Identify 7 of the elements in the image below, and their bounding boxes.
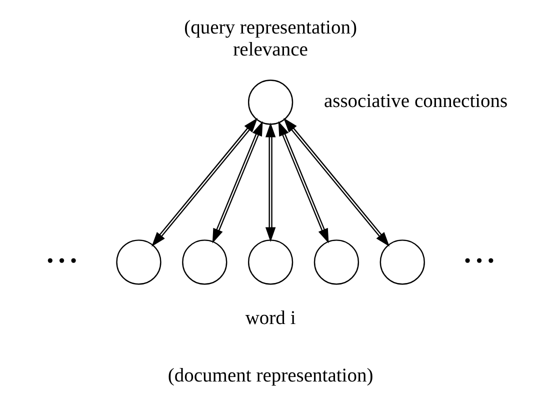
label: associative connections [324,90,508,112]
node-label: (query representation) [184,18,357,39]
label: (document representation) [168,366,374,387]
label: • • • [46,250,77,272]
node-label: word i [245,308,296,330]
node-label: relevance [233,40,308,61]
label: • • • [464,250,494,272]
